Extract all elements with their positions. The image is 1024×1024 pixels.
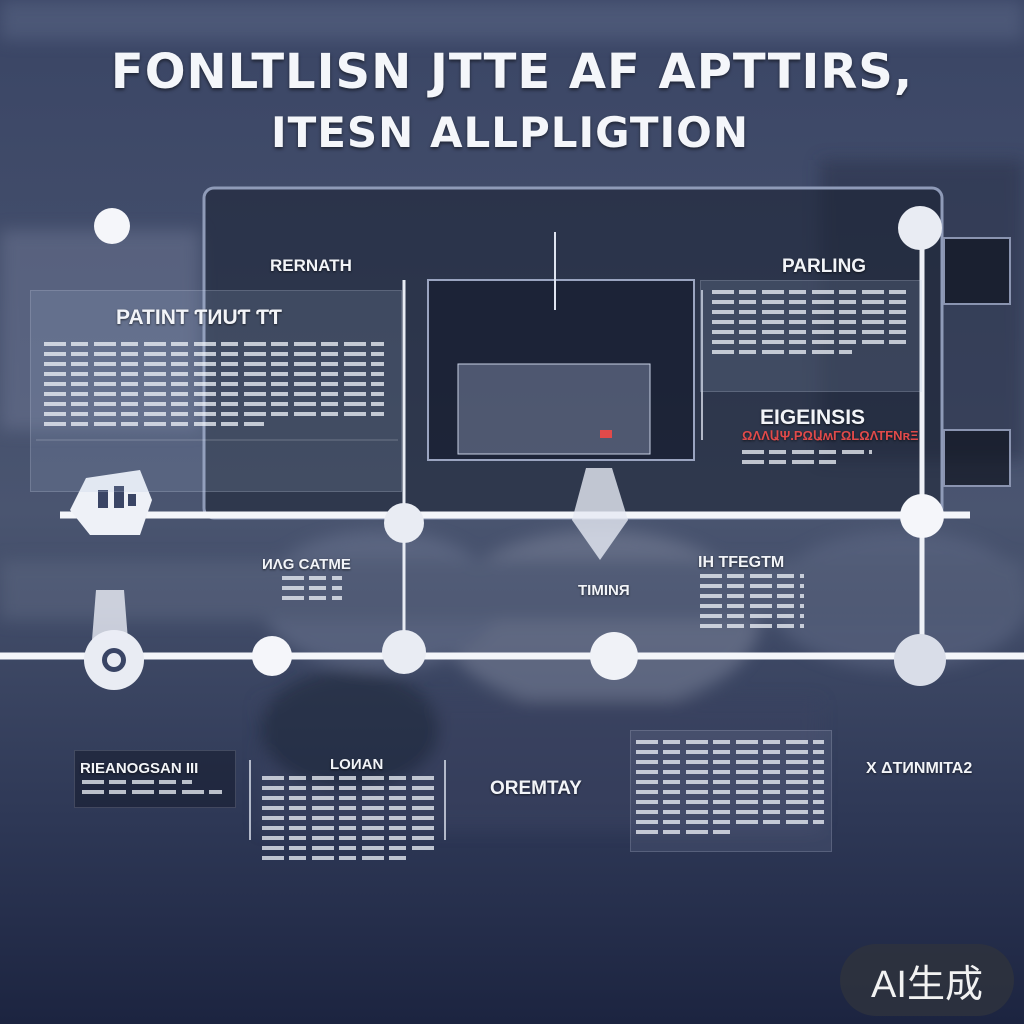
rieanogsan-text-block xyxy=(82,780,222,800)
lonan-text-block xyxy=(262,776,438,866)
ai-generated-badge: AI生成 xyxy=(840,944,1014,1016)
label-magcatme: ИΛG CATME xyxy=(262,556,351,573)
label-timing: TIMINЯ xyxy=(578,582,630,599)
left-text-panel xyxy=(30,290,402,492)
label-ih-tfegtm: IH TFEGTM xyxy=(698,554,785,571)
right-panel-text-block xyxy=(712,290,912,360)
label-rieanogsan: RIEANOGSAN III xyxy=(80,760,199,777)
headline-line-1: FONLTLISN JTTE AF APTTIRS, xyxy=(110,44,914,100)
label-eigeinsis: EIGEINSIS xyxy=(760,406,866,429)
label-oremtay: OREMTAY xyxy=(490,778,582,799)
bottom-left-text-panel xyxy=(74,750,236,808)
label-patint: PATINT ƬИUƬ ƬƬ xyxy=(116,306,282,329)
label-rernath: RERNATH xyxy=(270,256,352,275)
ih-tfegtm-text-block xyxy=(700,574,804,634)
left-panel-text-block xyxy=(44,342,384,432)
label-parling: PARLING xyxy=(782,256,867,277)
right-text-panel xyxy=(700,280,922,392)
headline-line-2: ITESN ALLPLIGTION xyxy=(270,108,750,157)
label-xamnitaz: X ΔTИNMITA2 xyxy=(866,760,973,777)
eigeinsis-text-block xyxy=(742,450,872,470)
label-lonan: LOИAN xyxy=(330,756,384,773)
magcatme-text-block xyxy=(282,576,342,606)
label-eigeinsis-subtitle: ΩΛΛԱΨ.ΡΩԱʍΓΩLΩΛΤϜΝʀΞ xyxy=(742,428,919,443)
bottom-right-text-block xyxy=(636,740,824,840)
